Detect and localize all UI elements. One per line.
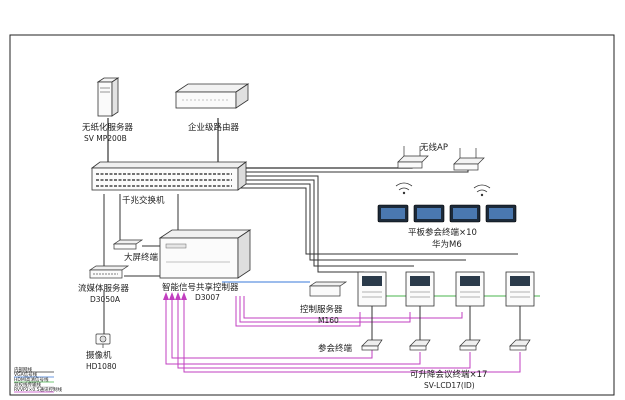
drawing-frame [9,34,615,396]
paperless-server-label: 无纸化服务器 [82,122,134,133]
line-switch-ap [238,162,413,169]
paperless-server-device [96,77,120,117]
wireless-ap-devices [397,146,485,171]
wifi-signal-icon [395,182,413,195]
camera-label: 摄像机 [86,350,112,361]
gigabit-switch-label: 千兆交换机 [122,195,165,206]
paperless-server-model: SV MP200B [84,134,127,143]
legend-label: 双绞线传输线 [14,381,41,388]
line-switch-terminal-2 [238,179,414,267]
line-return-1 [165,296,421,365]
signal-controller-label: 智能信号共享控制器 [162,282,239,293]
streaming-server-label: 流媒体服务器 [78,283,130,294]
control-server-label: 控制服务器 [300,304,343,315]
tablet-terminal-devices [377,204,517,223]
signal-controller-model: D3007 [195,293,220,302]
wireless-ap-label: 无线AP [420,142,448,153]
tablet-terminal-model: 华为M6 [432,239,462,250]
control-server-model: M160 [318,316,339,325]
arrow-up-4 [181,292,187,300]
legend-label: RVVP2×0.5通讯控制线 [14,386,63,393]
legend-label: HDMI高清信号线 [14,376,49,383]
line-switch-terminal-4 [238,187,518,255]
arrow-up-1 [163,292,169,300]
arrow-up-3 [175,292,181,300]
gigabit-switch-device [90,161,248,191]
lift-terminal-devices [357,271,535,307]
legend: 内部网线 VGA信号线 HDMI高清信号线 双绞线传输线 RVVP2×0.5通讯… [14,366,63,393]
line-return-2 [171,296,373,359]
line-switch-terminal-3 [238,183,466,261]
participant-terminal-label: 参会终端 [318,343,353,354]
line-switch-terminal-1 [238,175,364,273]
control-server-device [308,281,348,297]
tablet-terminal-label: 平板参会终端×10 [408,227,477,238]
big-screen-terminal-label: 大屏终端 [124,252,159,263]
streaming-server-model: D3050A [90,295,121,304]
camera-model: HD1080 [86,362,117,371]
legend-label: 内部网线 [14,366,32,373]
enterprise-router-label: 企业级路由器 [188,122,240,133]
line-ctrl-terminal-3 [243,296,463,319]
big-screen-terminal-device [112,239,144,250]
streaming-server-device [88,265,130,279]
line-return-3 [177,296,471,369]
line-return-4 [183,296,521,373]
signal-controller-device [158,229,252,279]
enterprise-router-device [174,83,250,109]
line-ctrl-terminal-1 [235,296,361,327]
arrow-up-2 [169,292,175,300]
lift-terminal-model: SV-LCD17(ID) [424,381,475,390]
wifi-signal-icon [473,184,491,197]
legend-label: VGA信号线 [14,371,38,378]
camera-device [95,333,111,348]
participant-terminal-devices [361,339,531,351]
line-ctrl-terminal-2 [239,296,411,323]
lift-terminal-label: 可升降会议终端×17 [410,369,487,380]
